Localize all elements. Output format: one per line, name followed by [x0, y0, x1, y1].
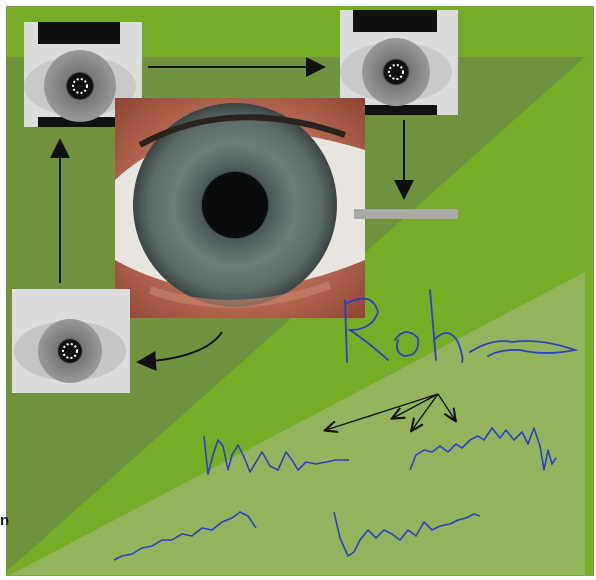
normalized-iris-strip [354, 209, 458, 219]
edge-text: n [0, 512, 9, 529]
eye-closeup-photo [115, 98, 365, 318]
iris-capture-bottom-left [12, 289, 130, 393]
